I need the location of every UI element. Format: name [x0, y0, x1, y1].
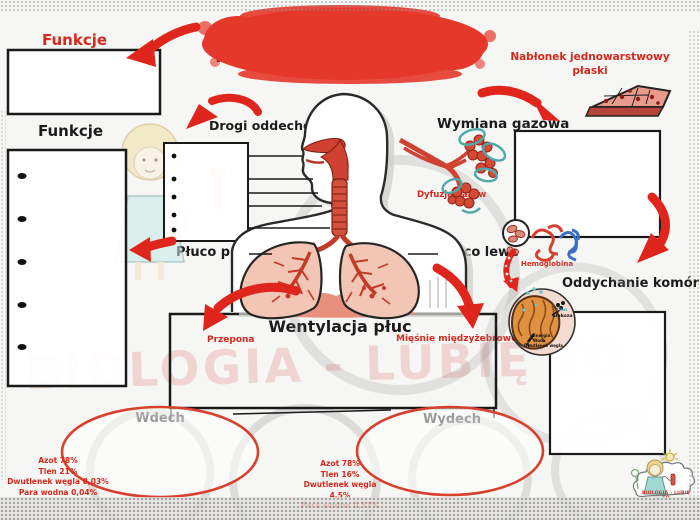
box-drogi-oddechowe — [163, 142, 249, 242]
label-wymiana-gazowa: Wymiana gazowa — [437, 116, 570, 132]
red-arrows — [126, 22, 670, 331]
label-funkcje-left: Funkcje — [38, 122, 104, 140]
box-wentylacja-pluc — [168, 312, 498, 410]
label-nablonek-line1: Nabłonek jednowarstwowy — [510, 51, 670, 63]
wdech-sklad-item: Para wodna 0,04% — [18, 487, 98, 497]
label-miesnie-miedzyzebrowe: Mięśnie międzyżebrowe — [396, 334, 518, 344]
label-wentylacja-pluc: Wentylacja płuc — [268, 317, 412, 336]
wdech-sklad-list: Azot 78% Tlen 21% Dwutlenek węgla 0,03% … — [6, 456, 110, 498]
drogi-connector-lines — [170, 155, 495, 419]
mitochondrium-drawing — [508, 287, 576, 356]
label-funkcje-top: Funkcje — [42, 31, 108, 49]
label-nablonek-line2: płaski — [572, 65, 608, 77]
logo-biologia-lubie-to — [630, 449, 696, 498]
mito-label-energia: Energia — [533, 333, 551, 338]
wydech-sklad-item: Dwutlenek węgla 4,5% — [303, 480, 377, 500]
label-dyfuzja-gazow: Dyfuzja gazów — [417, 190, 487, 200]
wydech-sklad-item: Azot 78% — [320, 459, 360, 468]
mito-label-dwutlenek-wegla: Dwutlenek węgla — [524, 343, 563, 348]
title-paint-splash — [198, 5, 496, 84]
box-funkcje-top — [6, 48, 162, 116]
wydech-sklad-item: Tlen 16% — [320, 469, 360, 479]
logo-text: BIOLOGIA - LUBIĘ TO — [642, 491, 690, 501]
label-hemoglobina: Hemoglobina — [521, 260, 574, 268]
wdech-sklad-item: Tlen 21% — [38, 466, 78, 476]
wdech-sklad-item: Dwutlenek węgla 0,03% — [7, 477, 109, 486]
wdech-sklad-item: Azot 78% — [38, 456, 78, 465]
label-przepona: Przepona — [207, 335, 255, 345]
alveoli-drawing — [398, 128, 507, 214]
wydech-sklad-list: Azot 78% Tlen 16% Dwutlenek węgla 4,5% P… — [294, 459, 386, 512]
hemoglobin-drawing — [502, 219, 580, 262]
wydech-ellipse — [355, 405, 545, 497]
epithelium-drawing — [584, 84, 672, 117]
label-oddychanie-komorkowe: Oddychanie komórkowe — [562, 276, 700, 291]
mito-label-tlen: Tlen — [556, 308, 568, 313]
box-funkcje-left — [6, 148, 128, 388]
wydech-sklad-item: Para wodna 0,57% — [300, 501, 380, 510]
mito-label-woda: Woda — [533, 338, 546, 343]
label-drogi-oddechowe: Drogi oddechowe — [209, 118, 332, 133]
respiratory-system-drawing — [239, 138, 420, 320]
bullet-dots — [17, 153, 177, 350]
mito-label-glukoza: Glukoza — [552, 314, 573, 319]
box-wymiana-gazowa — [513, 129, 662, 239]
